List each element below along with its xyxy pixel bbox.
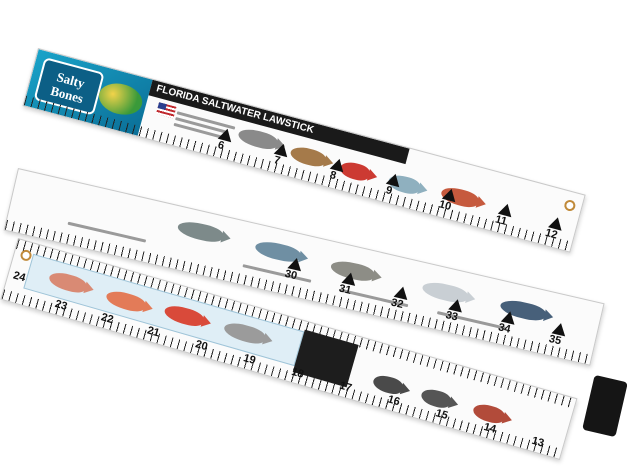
mahi-fish-icon: [95, 78, 146, 120]
hanging-hole-icon: [563, 198, 577, 213]
fish-icon: [236, 126, 280, 152]
ruler-number: 30: [283, 267, 299, 283]
handle-cap-icon: [582, 374, 627, 438]
fish-icon: [176, 218, 225, 245]
flag-icon: [155, 102, 177, 119]
fish-icon: [288, 144, 328, 169]
